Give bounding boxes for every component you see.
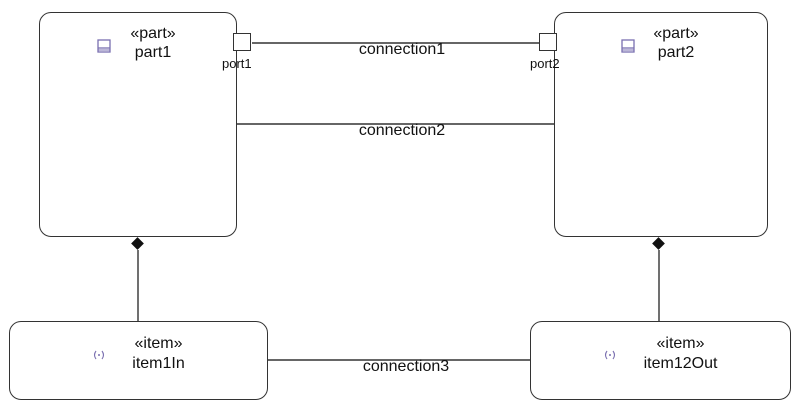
item12Out-block[interactable]: «item» item12Out bbox=[530, 321, 791, 400]
part2-block[interactable]: «part» part2 bbox=[554, 12, 768, 237]
port1-square[interactable] bbox=[233, 33, 251, 51]
item-icon bbox=[93, 350, 105, 360]
part2-stereotype: «part» bbox=[653, 25, 699, 42]
part2-name: part2 bbox=[657, 44, 695, 61]
port2-square[interactable] bbox=[539, 33, 557, 51]
part1-block[interactable]: «part» part1 bbox=[39, 12, 237, 237]
part-icon bbox=[621, 39, 635, 53]
port1-label: port1 bbox=[222, 56, 252, 71]
item1In-stereotype: «item» bbox=[134, 335, 183, 352]
port2-label: port2 bbox=[530, 56, 560, 71]
item1In-name: item1In bbox=[132, 355, 185, 372]
connection1-label: connection1 bbox=[358, 41, 446, 58]
connection2-label: connection2 bbox=[358, 122, 446, 139]
item12Out-name: item12Out bbox=[643, 355, 718, 372]
item-icon bbox=[604, 350, 616, 360]
item1In-block[interactable]: «item» item1In bbox=[9, 321, 268, 400]
part-icon bbox=[97, 39, 111, 53]
part1-name: part1 bbox=[134, 44, 172, 61]
part1-stereotype: «part» bbox=[130, 25, 176, 42]
item12Out-stereotype: «item» bbox=[656, 335, 705, 352]
connection3-label: connection3 bbox=[362, 358, 450, 375]
